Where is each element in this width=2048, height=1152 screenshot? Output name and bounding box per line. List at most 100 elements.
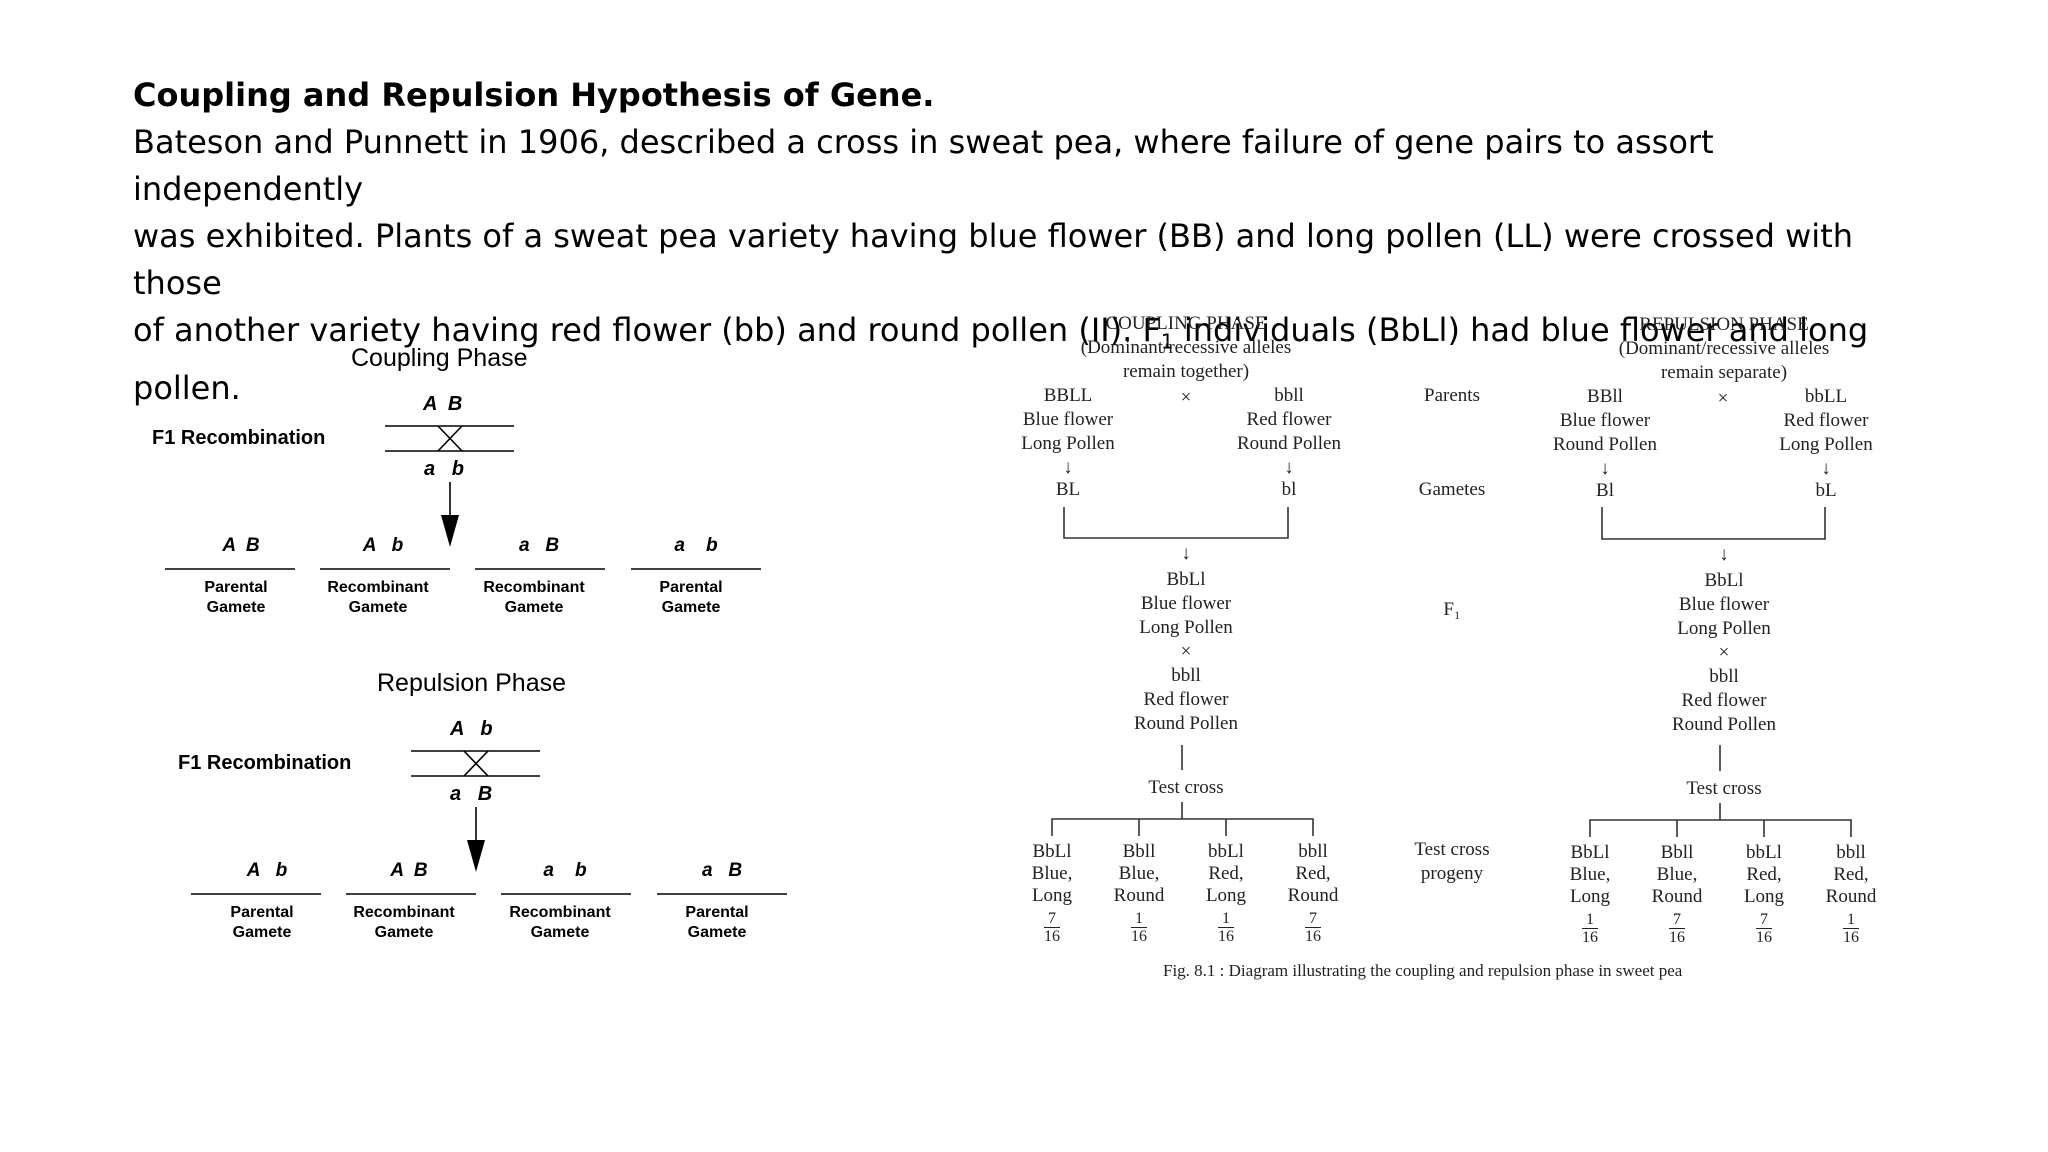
crossover-mark xyxy=(437,425,463,452)
f1-trait: Blue flower xyxy=(1678,594,1770,615)
down-arrow-icon: ↓ xyxy=(1719,544,1729,565)
f1-trait: Long Pollen xyxy=(1677,618,1771,639)
coupling-bottom-alleles: a b xyxy=(424,458,465,480)
progeny-trait: Red, xyxy=(1295,863,1331,884)
progeny-genotype: bbLl xyxy=(1208,841,1244,862)
repulsion-gamete-alleles: A B xyxy=(390,860,428,881)
progeny-genotype: BbLl xyxy=(1570,842,1610,863)
tester-trait: Round Pollen xyxy=(1134,713,1238,734)
down-arrow-icon: ↓ xyxy=(1600,458,1610,479)
repulsion-gamete-alleles: a b xyxy=(543,860,587,881)
down-arrow-icon: ↓ xyxy=(1063,457,1073,478)
down-arrow-icon: ↓ xyxy=(1284,457,1294,478)
repulsion-top-alleles: A b xyxy=(450,718,493,740)
progeny-genotype: Bbll xyxy=(1660,842,1694,863)
parent-trait: Red flower xyxy=(1783,410,1869,431)
down-arrow-head xyxy=(467,840,485,872)
progeny-trait: Long xyxy=(1569,886,1611,907)
coupling-top-alleles: A B xyxy=(423,393,463,415)
figure-caption: Fig. 8.1 : Diagram illustrating the coup… xyxy=(1163,961,1683,980)
coupling-gamete-alleles: A b xyxy=(362,535,404,556)
paragraph-line: was exhibited. Plants of a sweat pea var… xyxy=(133,217,1854,302)
repulsion-gamete-alleles: A b xyxy=(246,860,288,881)
repulsion-f1-label: F1 Recombination xyxy=(178,752,352,774)
parent-trait: Blue flower xyxy=(1022,409,1114,430)
progeny-trait: Long xyxy=(1205,885,1247,906)
paragraph-line: pollen. xyxy=(133,369,241,408)
gamete-genotype: bl xyxy=(1281,479,1297,500)
progeny-trait: Blue, xyxy=(1656,864,1698,885)
progeny-trait: Blue, xyxy=(1569,864,1611,885)
parent-trait: Long Pollen xyxy=(1021,433,1115,454)
gamete-genotype: BL xyxy=(1055,479,1081,500)
parent-genotype: BBLL xyxy=(1043,385,1093,406)
intro-paragraph: Coupling and Repulsion Hypothesis of Gen… xyxy=(133,72,1933,412)
progeny-trait: Blue, xyxy=(1031,863,1073,884)
parent-trait: Blue flower xyxy=(1559,410,1651,431)
progeny-trait: Red, xyxy=(1208,863,1244,884)
parent-trait: Long Pollen xyxy=(1779,434,1873,455)
progeny-trait: Round xyxy=(1287,885,1339,906)
cross-symbol: × xyxy=(1718,642,1730,663)
progeny-genotype: bbll xyxy=(1298,841,1328,862)
repulsion-subtitle: (Dominant/recessive alleles xyxy=(1618,338,1830,359)
tester-genotype: bbll xyxy=(1171,665,1201,686)
paragraph-line: Bateson and Punnett in 1906, described a… xyxy=(133,123,1714,208)
parent-trait: Round Pollen xyxy=(1237,433,1341,454)
parent-trait: Round Pollen xyxy=(1553,434,1657,455)
row-label-test-cross: Test cross xyxy=(1414,839,1490,860)
coupling-phase-title: Coupling Phase xyxy=(351,344,528,372)
gamete-bracket xyxy=(1063,507,1289,539)
cross-symbol: × xyxy=(1180,387,1192,408)
crossover-mark xyxy=(463,750,489,777)
repulsion-gamete-alleles: a B xyxy=(701,860,743,881)
row-label-progeny: progeny xyxy=(1420,863,1484,884)
f1-genotype: BbLl xyxy=(1704,570,1744,591)
page-title: Coupling and Repulsion Hypothesis of Gen… xyxy=(133,76,935,114)
parent-genotype: bbll xyxy=(1274,385,1304,406)
gamete-bracket xyxy=(1601,507,1826,540)
left-recombination-diagram: Coupling Phase F1 Recombination A B a b … xyxy=(0,0,1000,1152)
row-label-parents: Parents xyxy=(1424,385,1480,406)
progeny-genotype: bbLl xyxy=(1746,842,1782,863)
cross-symbol: × xyxy=(1180,641,1192,662)
progeny-trait: Red, xyxy=(1833,864,1869,885)
down-arrow-icon: ↓ xyxy=(1181,543,1191,564)
parent-trait: Red flower xyxy=(1246,409,1332,430)
paragraph-line: of another variety having red flower (bb… xyxy=(133,311,1869,354)
progeny-trait: Long xyxy=(1031,885,1073,906)
progeny-genotype: BbLl xyxy=(1032,841,1072,862)
test-cross-label: Test cross xyxy=(1686,778,1762,799)
row-label-gametes: Gametes xyxy=(1418,479,1486,500)
coupling-gamete-alleles: A B xyxy=(222,535,260,556)
progeny-genotype: bbll xyxy=(1836,842,1866,863)
tester-trait: Red flower xyxy=(1681,690,1767,711)
coupling-phase-heading: COUPLING PHASE xyxy=(1105,313,1267,334)
repulsion-phase-title: Repulsion Phase xyxy=(377,669,567,697)
progeny-trait: Round xyxy=(1113,885,1165,906)
cross-symbol: × xyxy=(1717,388,1729,409)
f1-trait: Blue flower xyxy=(1140,593,1232,614)
f1-genotype: BbLl xyxy=(1166,569,1206,590)
tester-trait: Round Pollen xyxy=(1672,714,1776,735)
row-label-f1: F₁ xyxy=(1443,599,1461,620)
parent-genotype: BBll xyxy=(1587,386,1623,407)
progeny-bracket xyxy=(1589,819,1852,837)
progeny-trait: Round xyxy=(1825,886,1877,907)
progeny-trait: Long xyxy=(1743,886,1785,907)
down-arrow-icon: ↓ xyxy=(1821,458,1831,479)
tester-trait: Red flower xyxy=(1143,689,1229,710)
